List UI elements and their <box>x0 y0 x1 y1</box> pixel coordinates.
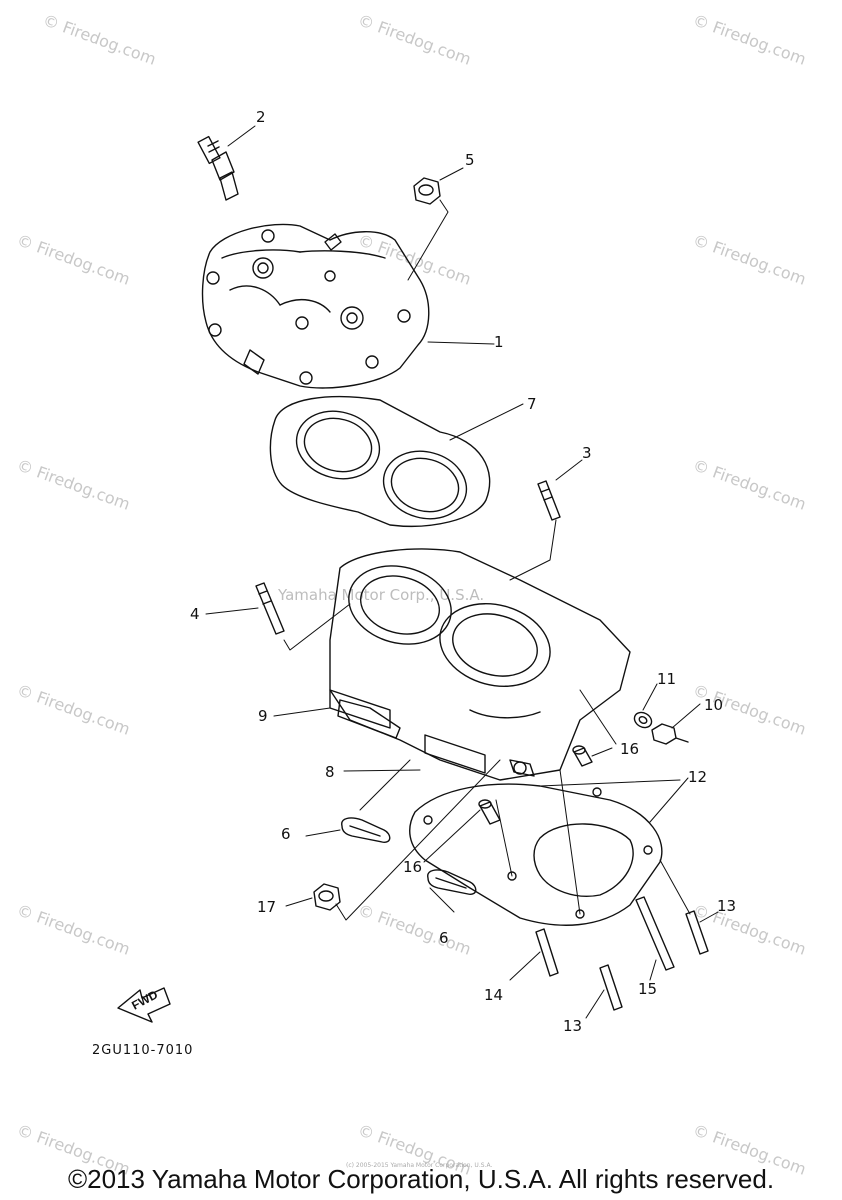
stud-bolt <box>537 480 561 521</box>
callout-7: 7 <box>527 395 537 413</box>
callout-15: 15 <box>638 980 658 998</box>
base-gasket <box>409 783 663 926</box>
diagram-code: 2GU110-7010 <box>92 1043 194 1058</box>
dowel-pin <box>572 745 593 767</box>
callout-13: 13 <box>563 1017 583 1035</box>
nut <box>313 883 341 911</box>
stud-bolt <box>255 582 285 635</box>
callout-12: 12 <box>688 768 708 786</box>
callout-9: 9 <box>258 707 268 725</box>
cap-nut <box>413 177 441 205</box>
callout-1: 1 <box>494 333 504 351</box>
callout-17: 17 <box>257 898 277 916</box>
callout-10: 10 <box>704 696 724 714</box>
copyright-footer: ©2013 Yamaha Motor Corporation, U.S.A. A… <box>67 1164 775 1194</box>
callout-3: 3 <box>582 444 592 462</box>
stud-bolt <box>535 896 709 1011</box>
tiny-copyright: (c) 2005-2015 Yamaha Motor Corporation, … <box>346 1162 493 1169</box>
callout-16: 16 <box>403 858 423 876</box>
spark-plug <box>197 135 239 201</box>
bolt <box>651 723 689 745</box>
callout-6: 6 <box>439 929 449 947</box>
callout-8: 8 <box>325 763 335 781</box>
callout-2: 2 <box>256 108 266 126</box>
cylinder-head <box>201 223 430 389</box>
center-watermark: Yamaha Motor Corp., U.S.A. <box>278 586 485 604</box>
callout-13: 13 <box>717 897 737 915</box>
leader-lines <box>205 125 719 1019</box>
head-gasket <box>269 395 491 527</box>
callout-11: 11 <box>657 670 677 688</box>
callout-6: 6 <box>281 825 291 843</box>
callout-14: 14 <box>484 986 504 1004</box>
callout-4: 4 <box>190 605 200 623</box>
seal <box>427 869 477 895</box>
callout-5: 5 <box>465 151 475 169</box>
seal <box>341 817 391 843</box>
cylinder-block <box>329 548 631 781</box>
washer <box>633 711 653 729</box>
fwd-arrow <box>117 987 171 1023</box>
callout-16: 16 <box>620 740 640 758</box>
